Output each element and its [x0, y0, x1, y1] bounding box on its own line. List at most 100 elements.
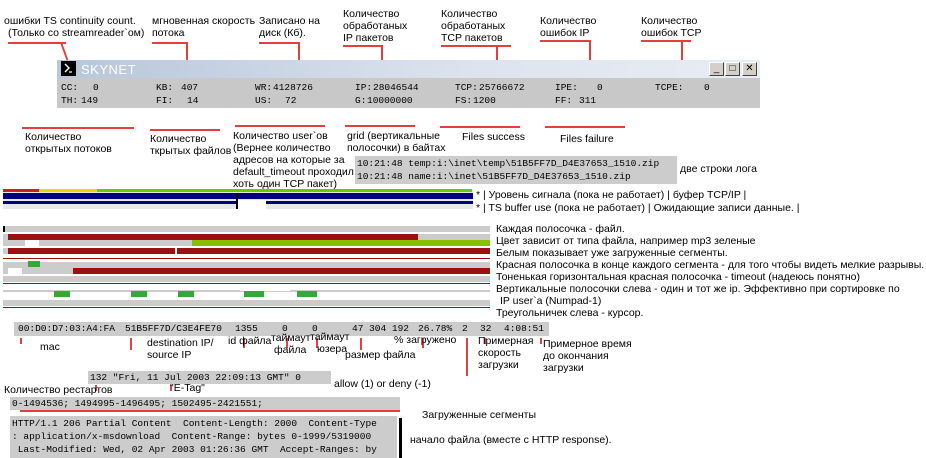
- file-bar-segment: [297, 291, 317, 297]
- pointer-line: [466, 338, 468, 376]
- file-bar-timeout: [3, 258, 490, 259]
- label-mac: mac: [40, 341, 60, 353]
- stat-fs-value: 1200: [473, 95, 496, 106]
- log-panel: 10:21:48 temp:i:\inet\temp\51B5FF7D_D4E3…: [355, 156, 677, 184]
- annotation-users: Количество user`ов: [233, 130, 328, 142]
- label-speed-sub1: скорость: [478, 347, 522, 359]
- stat-fs-label: FS:: [455, 95, 473, 106]
- close-button[interactable]: ✕: [742, 62, 757, 76]
- pointer-line: [8, 42, 66, 44]
- file-legend-4: Красная полосочка в конце каждого сегмен…: [496, 259, 925, 271]
- stat-ff-label: FF:: [555, 95, 573, 106]
- annotation-ip: Количество: [343, 8, 400, 20]
- file-bar: [3, 262, 490, 268]
- stat-us-value: 72: [285, 95, 297, 106]
- stat-kb-value: 407: [181, 82, 199, 93]
- stat-ip-label: IP:: [355, 82, 373, 93]
- pointer-line: [259, 42, 299, 44]
- file-bar-loaded: [175, 248, 177, 254]
- log-line-1: 10:21:48 temp:i:\inet\temp\51B5FF7D_D4E3…: [357, 158, 660, 169]
- info-mac: 00:D0:D7:03:A4:FA: [18, 323, 115, 334]
- stat-wr-label: WR:: [255, 82, 273, 93]
- info-size: 47 304 192: [352, 323, 410, 334]
- pointer-line: [150, 129, 220, 131]
- segments-line: [10, 397, 400, 410]
- pointer-line: [345, 125, 415, 127]
- info-speed: 32: [480, 323, 492, 334]
- skynet-window: SKYNET _ □ ✕ CC: 0 KB: 407 WR: 4128726 I…: [57, 60, 760, 108]
- file-bar: [3, 226, 490, 232]
- label-timeout-user: таймаут: [310, 331, 350, 343]
- file-bar-loaded: [8, 268, 22, 274]
- log-line-2: 10:21:48 name:i:\inet\51B5FF7D_D4E37653_…: [357, 171, 631, 182]
- label-allow: allow (1) or deny (-1): [334, 378, 431, 390]
- file-bar-segment: [178, 291, 194, 297]
- stat-kb-label: KB:: [156, 82, 174, 93]
- label-etag: "E-Tag": [170, 382, 205, 394]
- signal-level-bar-yellow: [39, 189, 97, 192]
- pending-data-bar: [236, 200, 266, 209]
- file-bar-segment: [54, 291, 70, 297]
- pointer-line: [22, 127, 134, 129]
- pointer-line: [422, 338, 424, 348]
- file-legend-5: Тоненькая горизонтальная красная полосоч…: [496, 271, 860, 283]
- label-id: id файла: [228, 335, 272, 347]
- stat-tcp-label: TCP:: [455, 82, 478, 93]
- http-scroll-marker: [399, 418, 402, 458]
- file-bar-segment: [244, 291, 264, 297]
- stat-ff-value: 311: [579, 95, 597, 106]
- etag-line: [88, 371, 331, 384]
- file-bar: [3, 256, 490, 262]
- annotation-ip-errors-sub: ошибок IP: [540, 27, 590, 39]
- buffer-legend-2: * | TS buffer use (пока не работает) | О…: [476, 202, 800, 214]
- pointer-line: [316, 338, 318, 348]
- annotation-written-sub: диск (Кб).: [259, 27, 306, 39]
- stat-g-value: 10000000: [367, 95, 413, 106]
- info-timeout-user: 0: [312, 323, 318, 334]
- file-bar-timeout: [3, 283, 490, 284]
- stat-fi-label: FI:: [156, 95, 174, 106]
- annotation-tcp-sub2: TCP пакетов: [441, 32, 503, 44]
- pointer-line: [286, 338, 288, 348]
- pointer-line: [441, 45, 511, 47]
- http-response-panel: HTTP/1.1 206 Partial Content Content-Len…: [10, 416, 397, 458]
- annotation-users-sub2: адресов на которые за: [233, 154, 345, 166]
- file-legend-1: Каждая полосочка - файл.: [496, 223, 625, 235]
- minimize-button[interactable]: _: [709, 62, 724, 76]
- info-allow: 2: [462, 323, 468, 334]
- stat-cc-label: CC:: [61, 82, 79, 93]
- annotation-ip-sub1: обработаных: [343, 20, 408, 32]
- pointer-line: [540, 338, 542, 344]
- annotation-users-sub1: (Вернее количество: [233, 142, 331, 154]
- annotation-speed-sub: потока: [152, 27, 185, 39]
- pointer-line: [20, 410, 400, 412]
- annotation-users-sub4: хоть один TCP пакет): [233, 178, 338, 190]
- stat-tcpe-label: TCPE:: [655, 82, 684, 93]
- label-timeout-file-sub: файла: [274, 344, 307, 356]
- pointer-line: [360, 338, 362, 350]
- cursor-triangle: [3, 226, 5, 232]
- annotation-ip-errors: Количество: [540, 15, 597, 27]
- annotation-files-success: Files success: [462, 131, 526, 143]
- pointer-line: [484, 338, 486, 344]
- buffer-legend-1: * | Уровень сигнала (пока не работает) |…: [476, 189, 747, 201]
- http-line-2: : application/x-msdownload Content-Range…: [12, 431, 372, 442]
- file-legend-7: IP user`а (Numpad-1): [500, 295, 602, 307]
- file-legend-6: Вертикальные полосочки слева - один и то…: [496, 283, 900, 295]
- stat-tcp-value: 25766672: [479, 82, 525, 93]
- file-legend-2: Цвет зависит от типа файла, например mp3…: [496, 235, 756, 247]
- pointer-line: [545, 126, 625, 128]
- signal-level-bar-green: [97, 189, 472, 192]
- stat-tcpe-value: 0: [704, 82, 710, 93]
- file-legend-8: Треугольничек слева - курсор.: [496, 307, 644, 319]
- annotation-ip-sub2: IP пакетов: [343, 32, 394, 44]
- pointer-line: [152, 42, 187, 44]
- stat-th-label: TH:: [61, 95, 79, 106]
- maximize-button[interactable]: □: [725, 62, 740, 76]
- stat-fi-value: 14: [187, 95, 199, 106]
- pointer-line: [243, 338, 245, 348]
- label-eta: Примерное время: [543, 338, 632, 350]
- file-bar-timeout: [3, 307, 490, 308]
- annotation-ts-errors-sub: (Только со streamreader`ом): [8, 27, 145, 39]
- title-bar[interactable]: SKYNET _ □ ✕: [57, 60, 760, 78]
